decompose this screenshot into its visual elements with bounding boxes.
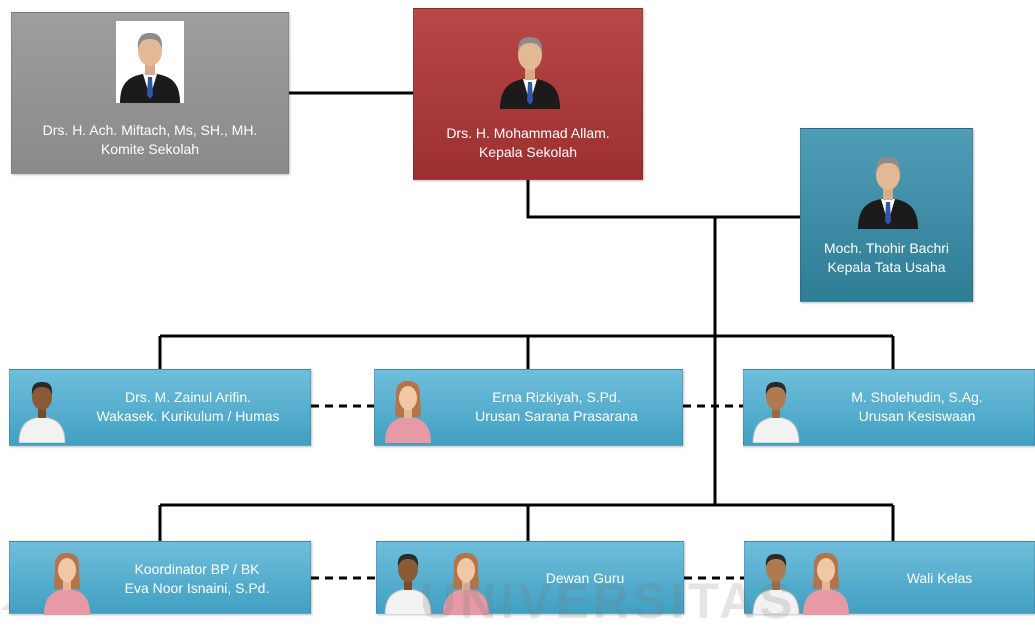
portrait-male-casual [751, 547, 801, 615]
node-role: Eva Noor Isnaini, S.Pd. [124, 580, 270, 596]
node-wakasek-kurikulum[interactable]: Drs. M. Zainul Arifin. Wakasek. Kurikulu… [9, 369, 311, 446]
portrait-female [441, 547, 491, 615]
person-female-icon [44, 553, 90, 615]
node-urusan-kesiswaan[interactable]: M. Sholehudin, S.Ag. Urusan Kesiswaan [743, 369, 1035, 446]
portrait-male-suit [496, 23, 564, 109]
node-urusan-sarana-prasarana[interactable]: Erna Rizkiyah, S.Pd. Urusan Sarana Prasa… [374, 369, 683, 446]
node-name: Drs. H. Ach. Miftach, Ms, SH., MH. [42, 122, 258, 138]
node-dewan-guru[interactable]: Dewan Guru [376, 541, 684, 615]
person-female-icon [385, 381, 431, 443]
node-kepala-sekolah[interactable]: Drs. H. Mohammad Allam. Kepala Sekolah [413, 8, 643, 180]
node-role: Urusan Sarana Prasarana [475, 408, 638, 424]
node-wali-kelas[interactable]: Wali Kelas [744, 541, 1035, 615]
person-suit-icon [500, 37, 560, 109]
node-role: Kepala Sekolah [478, 144, 578, 160]
node-role: Urusan Kesiswaan [858, 408, 976, 424]
watermark-text: UNIVERSITAS [420, 573, 797, 629]
portrait-male-suit [854, 143, 922, 229]
node-role: Komite Sekolah [100, 141, 200, 157]
node-name: Koordinator BP / BK [134, 561, 260, 577]
portrait-female [801, 547, 851, 615]
node-name: Drs. M. Zainul Arifin. [124, 389, 252, 405]
connector-lines [158, 91, 895, 580]
person-male-icon [18, 382, 66, 443]
node-name: Dewan Guru [545, 570, 625, 586]
node-name: Moch. Thohir Bachri [823, 240, 949, 256]
person-male-icon [752, 382, 800, 443]
portrait-male-casual [383, 547, 433, 615]
portrait-female [42, 547, 92, 615]
node-komite-sekolah[interactable]: Drs. H. Ach. Miftach, Ms, SH., MH. Komit… [11, 12, 289, 174]
portrait-male-casual [17, 375, 67, 443]
person-suit-icon [120, 33, 180, 103]
person-female-icon [443, 553, 489, 615]
node-kepala-tata-usaha[interactable]: Moch. Thohir Bachri Kepala Tata Usaha [800, 128, 973, 302]
person-male-icon [384, 554, 432, 615]
node-role: Wakasek. Kurikulum / Humas [96, 408, 280, 424]
person-male-icon [752, 554, 800, 615]
node-koordinator-bp-bk[interactable]: Koordinator BP / BK Eva Noor Isnaini, S.… [9, 541, 311, 615]
portrait-male-casual [751, 375, 801, 443]
kepala-tu-connector [526, 179, 801, 219]
person-suit-icon [858, 157, 918, 229]
person-female-icon [803, 553, 849, 615]
portrait-female [383, 375, 433, 443]
node-name: M. Sholehudin, S.Ag. [851, 389, 983, 405]
node-name: Erna Rizkiyah, S.Pd. [492, 389, 621, 405]
node-name: Wali Kelas [906, 570, 973, 586]
node-name: Drs. H. Mohammad Allam. [446, 125, 610, 141]
portrait-male-suit [116, 21, 184, 103]
node-role: Kepala Tata Usaha [827, 259, 946, 275]
